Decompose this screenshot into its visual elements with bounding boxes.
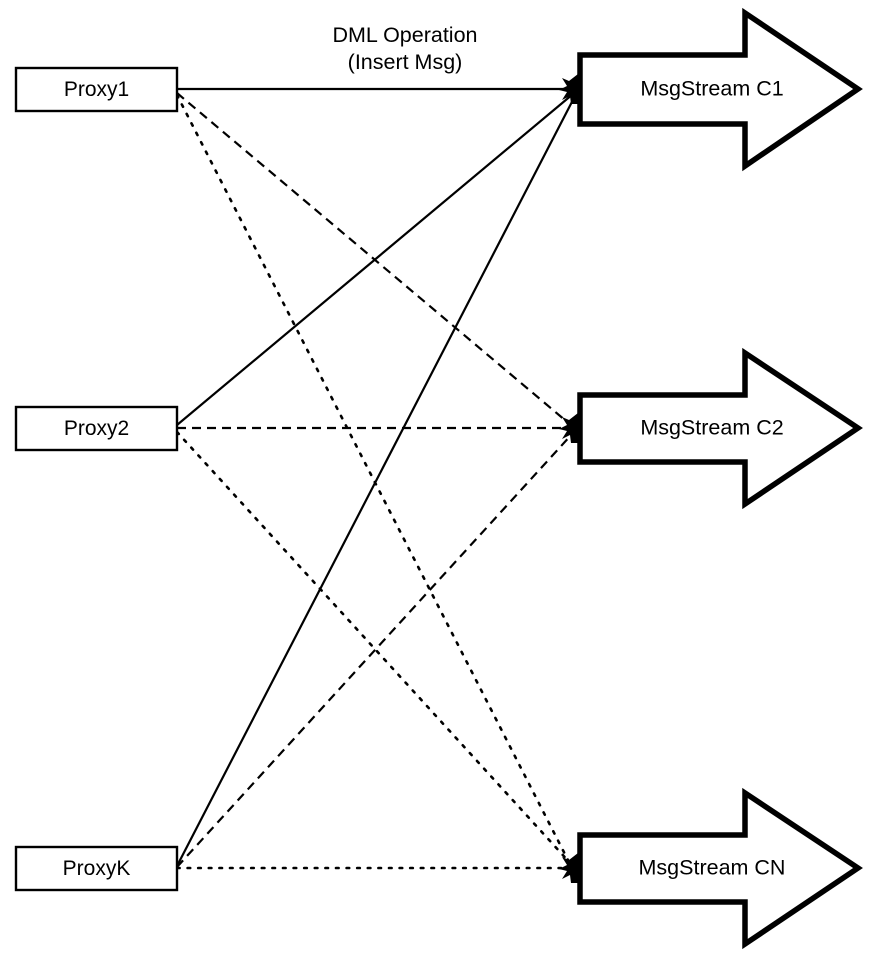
dml-operation-line1: DML Operation <box>333 23 478 47</box>
node-proxy2[interactable]: Proxy2 <box>14 405 179 452</box>
msgstream-c2-label: MsgStream C2 <box>640 416 783 440</box>
proxyk-box[interactable] <box>14 845 179 892</box>
msgstream-c2-shape[interactable] <box>577 347 863 510</box>
edges-layer <box>175 87 576 870</box>
streams-layer: MsgStream C1 MsgStream C2 MsgStream CN <box>577 7 863 950</box>
edge-proxy2-to-c1 <box>176 93 574 426</box>
stream-msgstream-c2[interactable]: MsgStream C2 <box>577 347 863 510</box>
msgstream-cn-shape[interactable] <box>577 787 863 950</box>
proxyk-label: ProxyK <box>63 857 131 880</box>
arrowhead-c2 <box>559 413 578 443</box>
proxy1-label: Proxy1 <box>64 78 129 101</box>
arrowhead-c1 <box>559 74 578 104</box>
stream-msgstream-c1[interactable]: MsgStream C1 <box>577 7 863 172</box>
annotation-dml-operation: DML Operation (Insert Msg) <box>333 23 478 74</box>
edge-proxyk-to-c1 <box>176 95 576 867</box>
annotations-layer: DML Operation (Insert Msg) <box>333 23 478 74</box>
proxy2-label: Proxy2 <box>64 417 129 440</box>
node-proxy1[interactable]: Proxy1 <box>14 66 179 113</box>
stream-msgstream-cn[interactable]: MsgStream CN <box>577 787 863 950</box>
dml-operation-line2: (Insert Msg) <box>348 50 463 74</box>
edge-proxy2-to-cn <box>175 430 573 866</box>
edge-proxyk-to-c2 <box>176 432 574 868</box>
proxy2-box[interactable] <box>14 405 179 452</box>
msgstream-c1-shape[interactable] <box>577 7 863 172</box>
arrowhead-cn <box>559 853 578 883</box>
node-proxyk[interactable]: ProxyK <box>14 845 179 892</box>
proxy1-box[interactable] <box>14 66 179 113</box>
msgstream-c1-label: MsgStream C1 <box>640 77 783 101</box>
arrowheads-layer <box>559 74 578 883</box>
edge-proxy1-to-cn <box>175 93 572 866</box>
msgstream-cn-label: MsgStream CN <box>639 856 786 880</box>
